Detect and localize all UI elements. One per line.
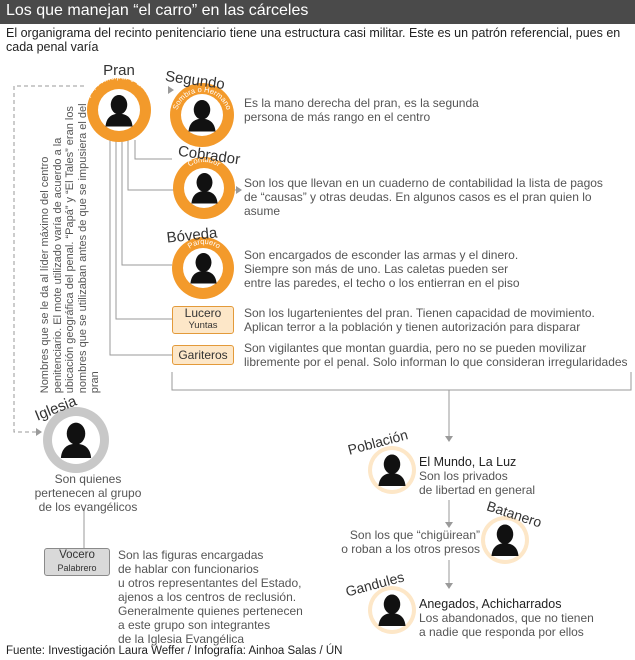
iglesia-description: Son quienes pertenecen al grupo de los e…: [34, 472, 142, 514]
page-title: Los que manejan “el carro” en las cárcel…: [0, 0, 635, 24]
cobrador-description: Son los que llevan en un cuaderno de con…: [244, 176, 603, 218]
gariteros-description: Son vigilantes que montan guardia, pero …: [244, 341, 628, 369]
boveda-arc-text: Parquero: [186, 237, 222, 251]
dashed-note-connector: [13, 85, 84, 433]
svg-text:Contador: Contador: [186, 155, 223, 169]
vertical-note: Nombres que se le da al líder máximo del…: [38, 103, 101, 394]
segundo-node: Sombra o Hermano Segundo: [164, 68, 234, 147]
boveda-description: Son encargados de esconder las armas y e…: [244, 248, 520, 290]
poblacion-node: Población: [346, 426, 416, 494]
gandules-text: Anegados, Achicharrados Los abandonados,…: [419, 597, 594, 639]
line-to-cobrador: [134, 140, 172, 160]
cobrador-arc-text: Contador: [186, 155, 223, 169]
batanero-node: Batanero: [481, 498, 544, 564]
iglesia-node: Iglesia: [33, 392, 109, 473]
poblacion-text: El Mundo, La Luz Son los privados de lib…: [419, 455, 536, 497]
boveda-label: Bóveda: [166, 224, 219, 246]
bracket-line: [171, 372, 632, 391]
organigram-diagram: Papá, Principal o El Tales Pran Sombra o…: [13, 62, 632, 634]
cobrador-node: Contador Cobrador: [173, 143, 241, 219]
gandules-node: Gandules: [344, 569, 416, 634]
batanero-description: Son los que “chigüirean” o roban a los o…: [341, 528, 480, 556]
pran-label: Pran: [103, 62, 135, 79]
vocero-description: Son las figuras encargadas de hablar con…: [118, 548, 303, 646]
lucero-description: Son los lugartenientes del pran. Tienen …: [244, 306, 595, 334]
connector-lines: [13, 85, 632, 583]
segundo-description: Es la mano derecha del pran, es la segun…: [244, 96, 479, 124]
pran-node: Papá, Principal o El Tales Pran: [80, 62, 158, 142]
gariteros-box: Gariteros: [172, 345, 234, 365]
intro-text: El organigrama del recinto penitenciario…: [6, 26, 621, 54]
svg-text:Parquero: Parquero: [186, 237, 222, 251]
lucero-box: Lucero Yuntas: [172, 306, 234, 334]
source-footer: Fuente: Investigación Laura Weffer / Inf…: [6, 645, 343, 657]
boveda-node: Parquero Bóveda: [166, 224, 234, 299]
vocero-box: Vocero Palabrero: [44, 548, 110, 576]
